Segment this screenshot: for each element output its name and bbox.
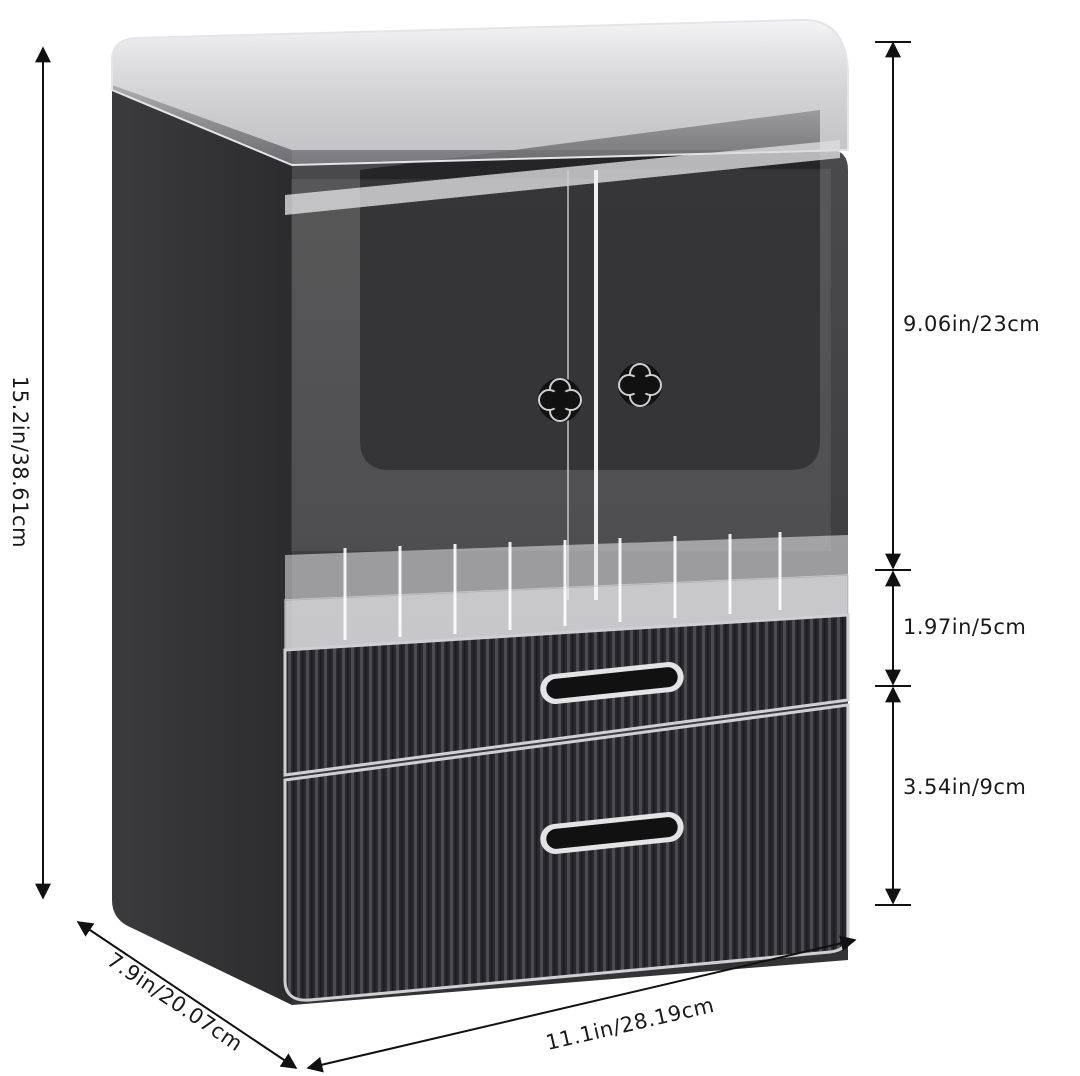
top-drawer-height-label: 1.97in/5cm xyxy=(903,615,1027,639)
top-drawer-handle[interactable] xyxy=(539,661,685,706)
dimension-lines xyxy=(35,41,911,1073)
total-height-label: 15.2in/38.61cm xyxy=(8,375,32,549)
cabinet-height-label: 9.06in/23cm xyxy=(903,312,1041,336)
top-drawer[interactable] xyxy=(283,613,850,777)
left-door xyxy=(291,179,596,551)
right-door-knob-icon[interactable] xyxy=(618,363,662,407)
left-door-knob-icon[interactable] xyxy=(538,378,582,422)
bottom-drawer-handle[interactable] xyxy=(539,811,685,856)
acrylic-lid xyxy=(111,18,849,167)
lipstick-divider-rack xyxy=(284,532,849,651)
side-panel xyxy=(112,85,292,1005)
inner-window xyxy=(360,110,820,470)
bottom-drawer-height-label: 3.54in/9cm xyxy=(903,775,1027,799)
right-door xyxy=(596,169,831,551)
depth-line xyxy=(76,921,298,1069)
width-line xyxy=(306,935,857,1073)
organizer-body xyxy=(111,18,850,1005)
